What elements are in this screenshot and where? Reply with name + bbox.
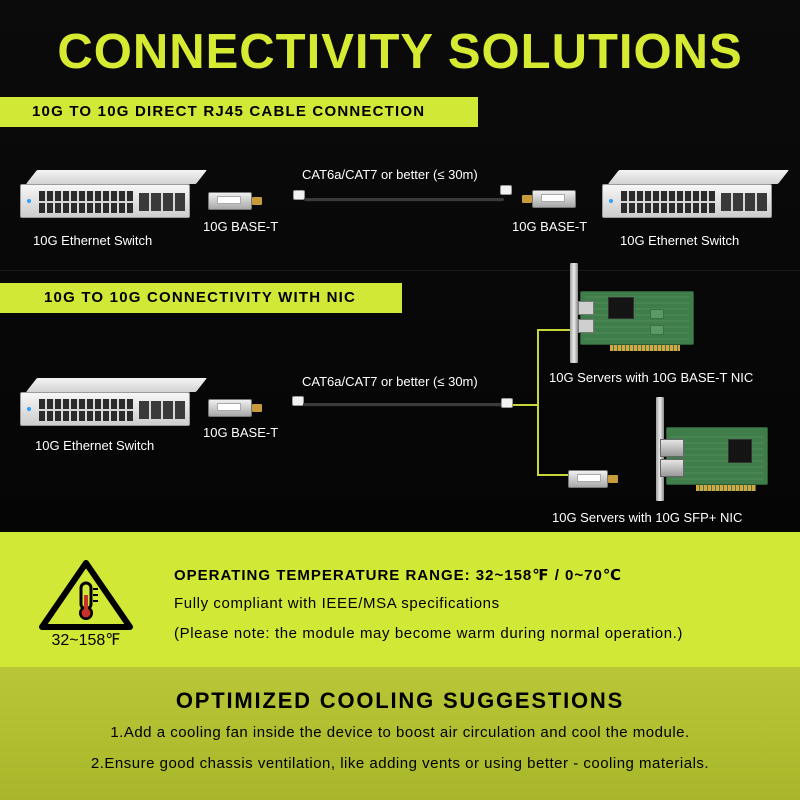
connector-line (537, 329, 539, 475)
warm-note-text: (Please note: the module may become warm… (174, 625, 684, 642)
rj45-cable-1 (304, 198, 504, 201)
left-switch-label: 10G Ethernet Switch (33, 233, 153, 248)
rj45-cable-2 (303, 403, 505, 406)
ethernet-switch-nic (20, 378, 207, 432)
right-module-label: 10G BASE-T (512, 219, 588, 234)
section2-banner: 10G TO 10G CONNECTIVITY WITH NIC (0, 283, 402, 313)
rj45-plug-nic-end (501, 398, 513, 408)
compliance-text: Fully compliant with IEEE/MSA specificat… (174, 595, 500, 612)
ethernet-switch-right (602, 170, 789, 224)
section-divider (0, 270, 800, 271)
diagram-area: CONNECTIVITY SOLUTIONS 10G TO 10G DIRECT… (0, 0, 800, 532)
page-title: CONNECTIVITY SOLUTIONS (57, 25, 743, 79)
cooling-section (0, 667, 800, 800)
connector-line (537, 474, 569, 476)
nic1-label: 10G Servers with 10G BASE-T NIC (549, 370, 754, 385)
connector-line (537, 329, 579, 331)
thermometer-warning-icon (39, 560, 133, 630)
sfp-module-right (518, 188, 576, 210)
sfp-module-nic2 (568, 468, 626, 490)
temperature-section (0, 532, 800, 667)
nic-switch-label: 10G Ethernet Switch (35, 438, 155, 453)
rj45-plug-left (293, 190, 305, 200)
left-module-label: 10G BASE-T (203, 219, 279, 234)
ethernet-switch-left (20, 170, 207, 224)
section1-banner: 10G TO 10G DIRECT RJ45 CABLE CONNECTION (0, 97, 478, 127)
connector-line (513, 404, 538, 406)
nic2-label: 10G Servers with 10G SFP+ NIC (552, 510, 743, 525)
nic-module-label: 10G BASE-T (203, 425, 279, 440)
temperature-icon-label: 32~158℉ (51, 632, 121, 649)
nic-card-sfp-plus (646, 397, 770, 505)
nic-card-base-t (566, 263, 696, 363)
cable-label-1: CAT6a/CAT7 or better (≤ 30m) (302, 167, 478, 182)
temperature-heading: OPERATING TEMPERATURE RANGE: 32~158℉ / 0… (174, 567, 623, 584)
cooling-item-2: 2.Ensure good chassis ventilation, like … (90, 755, 710, 772)
cable-label-2: CAT6a/CAT7 or better (≤ 30m) (302, 374, 478, 389)
sfp-module-nic (208, 397, 266, 419)
rj45-plug-nic (292, 396, 304, 406)
right-switch-label: 10G Ethernet Switch (620, 233, 740, 248)
rj45-plug-right (500, 185, 512, 195)
sfp-module-left (208, 190, 266, 212)
cooling-title: OPTIMIZED COOLING SUGGESTIONS (175, 688, 625, 713)
cooling-item-1: 1.Add a cooling fan inside the device to… (110, 724, 690, 741)
